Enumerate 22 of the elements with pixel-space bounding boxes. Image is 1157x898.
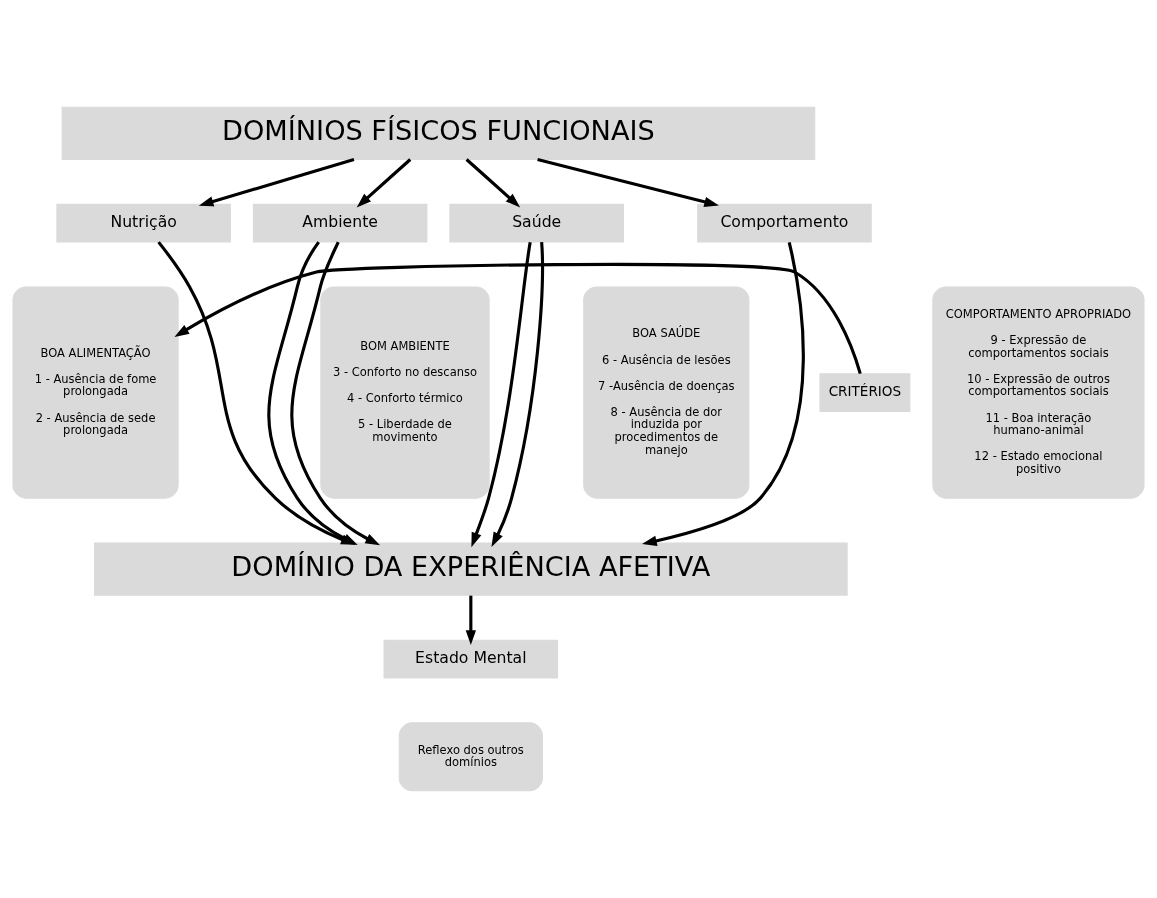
node-box: Ambiente [252, 203, 428, 243]
arrow [537, 158, 719, 207]
node-box: BOA ALIMENTAÇÃO 1 - Ausência de fome prolongada 2 - Ausência de sede prolongada [12, 286, 179, 499]
arrow [465, 158, 521, 208]
node-box: DOMÍNIOS FÍSICOS FUNCIONAIS [61, 106, 816, 160]
node-box: BOM AMBIENTE 3 - Conforto no descanso 4 - Conforto térmico 5 - Liberdade de movimento [320, 286, 490, 499]
node-box: COMPORTAMENTO APROPRIADO 9 - Expressão de comportamentos sociais 10 - Expressão de outros comportamentos sociais 11 - Boa interação humano-animal 12 - Estado emocional positivo [932, 286, 1145, 499]
node-box: BOA SAÚDE 6 - Ausência de lesões 7 -Ausência de doenças 8 - Ausência de dor induzida por procedimentos de manejo [583, 286, 750, 499]
node-box: DOMÍNIO DA EXPERIÊNCIA AFETIVA [94, 542, 848, 596]
node-box: Estado Mental [383, 639, 559, 679]
arrow [471, 241, 532, 548]
arrow [356, 158, 412, 208]
arrow [491, 242, 544, 548]
arrow [465, 595, 476, 645]
node-box: Saúde [449, 203, 624, 243]
node-box: Nutrição [56, 203, 231, 243]
arrow [642, 241, 805, 546]
node-box: Comportamento [697, 203, 872, 243]
arrow [174, 262, 862, 375]
node-box: Reflexo dos outros domínios [398, 722, 543, 792]
arrow [198, 158, 355, 207]
node-box: CRITÉRIOS [819, 373, 911, 412]
